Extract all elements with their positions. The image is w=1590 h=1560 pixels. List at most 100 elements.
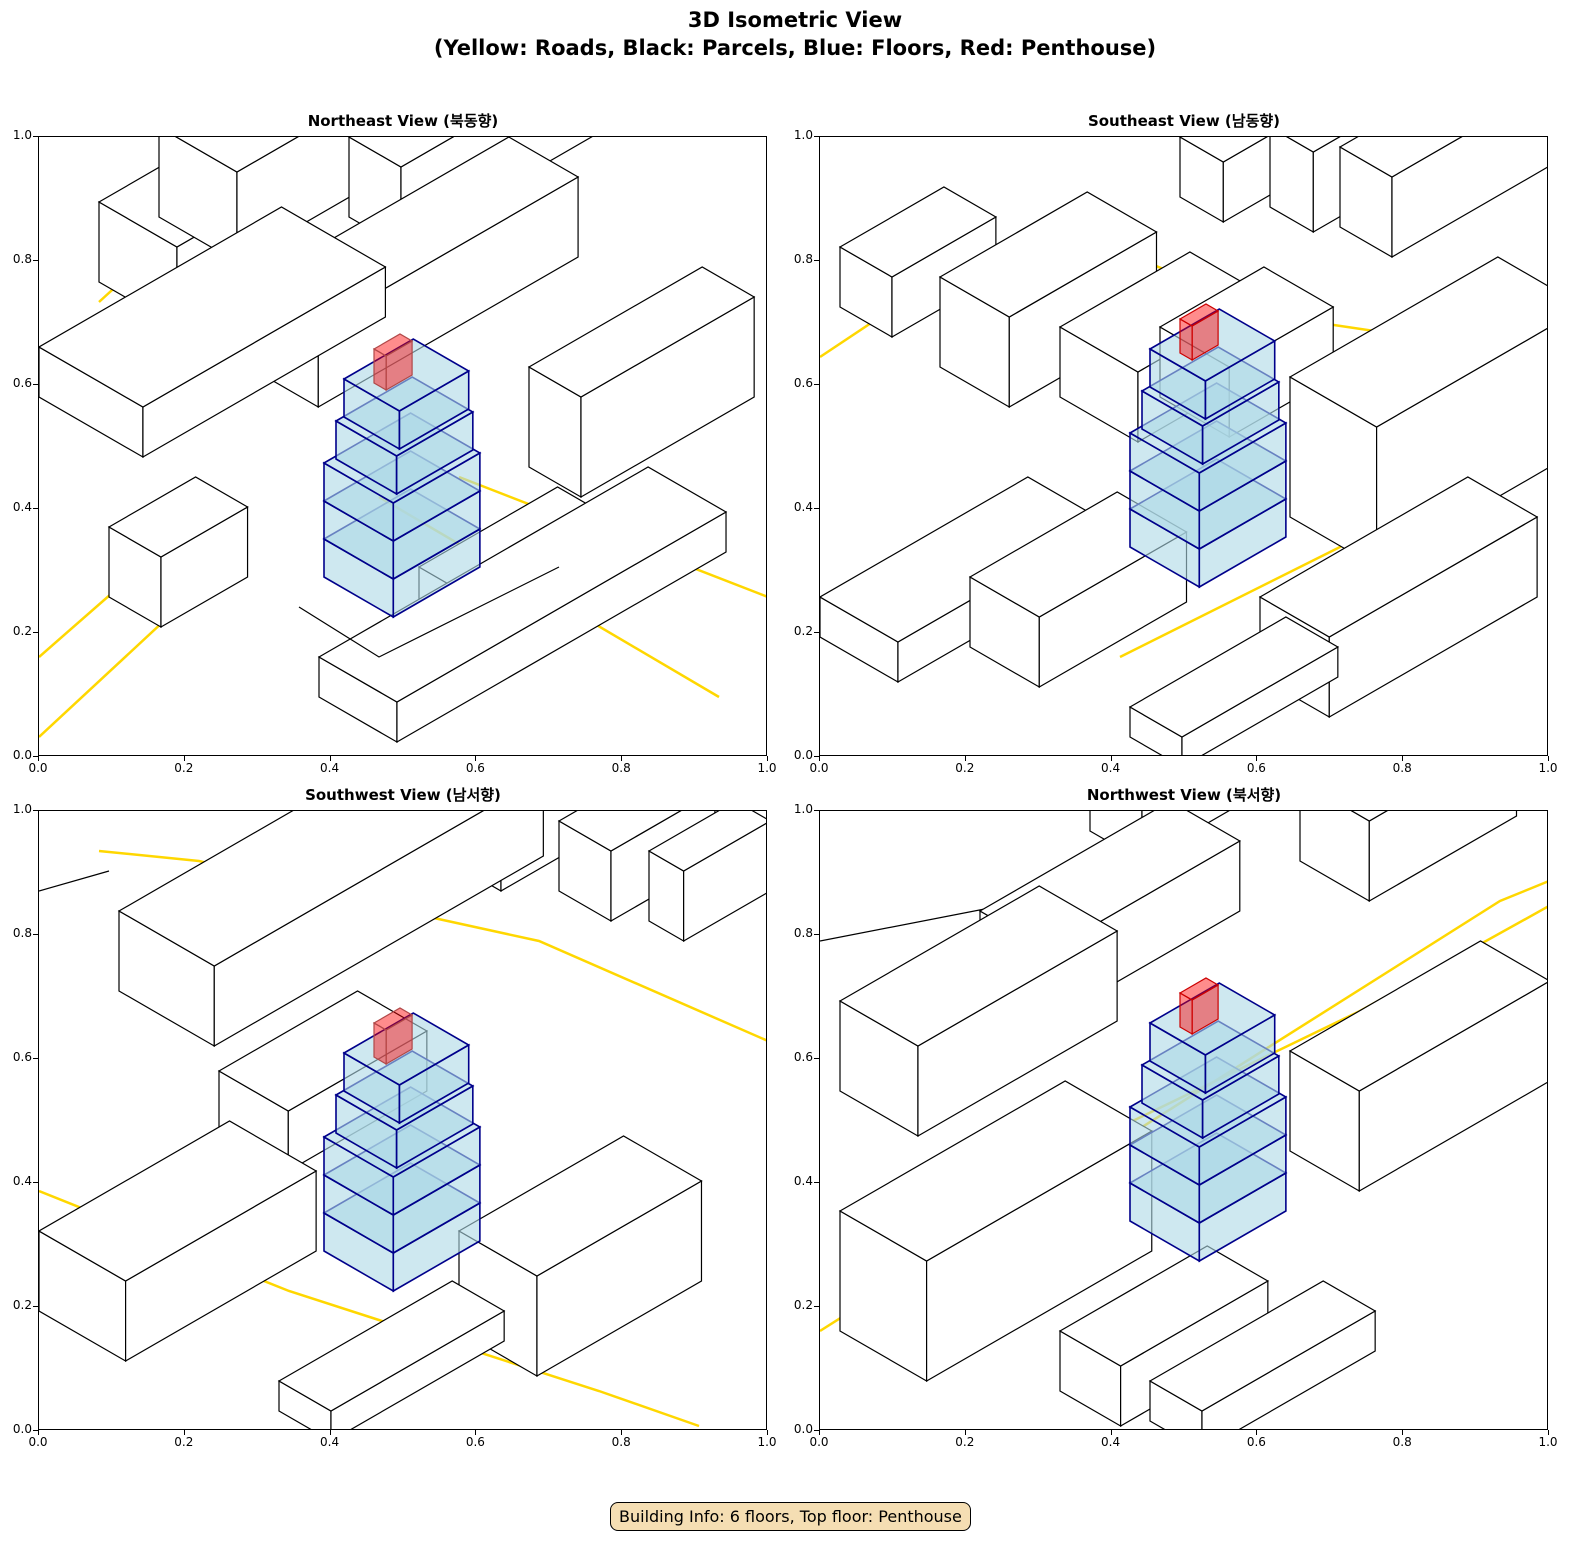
penthouse-roof [1178, 303, 1220, 327]
y-tick-label: 0.8 [793, 252, 813, 266]
y-tick-label: 0.0 [12, 748, 32, 762]
axes-southeast [819, 136, 1548, 756]
x-tick-mark [183, 1430, 185, 1435]
x-tick-mark [767, 756, 768, 761]
y-tick-mark [33, 756, 38, 757]
y-tick-label: 0.8 [12, 252, 32, 266]
parcel-building-roof [1128, 616, 1340, 738]
x-tick-mark [1110, 756, 1112, 761]
x-tick-mark [767, 1430, 768, 1435]
figure-title: 3D Isometric View (Yellow: Roads, Black:… [0, 6, 1590, 62]
x-tick-label: 0.8 [611, 1435, 631, 1449]
parcel-building-roof [39, 1120, 318, 1282]
parcel-building-roof [277, 1280, 506, 1412]
axes-northwest [819, 810, 1548, 1430]
y-tick-mark [814, 934, 819, 935]
parcel-building-roof [838, 186, 998, 278]
y-tick-label: 0.2 [12, 624, 32, 638]
y-tick-label: 1.0 [793, 802, 813, 816]
x-tick-label: 0.8 [611, 761, 631, 775]
x-tick-label: 0.6 [1246, 1435, 1266, 1449]
y-tick-label: 0.2 [12, 1298, 32, 1312]
x-tick-mark [819, 1430, 820, 1435]
y-tick-mark [814, 756, 819, 757]
x-tick-label: 1.0 [757, 1435, 777, 1449]
y-tick-mark [33, 1182, 38, 1183]
parcel-building-roof [1148, 1280, 1377, 1412]
y-tick-label: 0.0 [12, 1422, 32, 1436]
x-tick-mark [819, 756, 820, 761]
panel-title: Northeast View (북동향) [307, 112, 499, 130]
x-tick-label: 0.0 [28, 1435, 48, 1449]
x-tick-label: 0.6 [465, 1435, 485, 1449]
y-tick-label: 0.2 [793, 624, 813, 638]
road-line [39, 586, 120, 658]
parcel-building-roof [347, 137, 455, 168]
x-tick-mark [1402, 756, 1404, 761]
y-tick-mark [814, 1306, 819, 1307]
y-tick-mark [33, 1430, 38, 1431]
parcel-building-roof [107, 476, 249, 558]
x-tick-label: 0.2 [174, 1435, 194, 1449]
y-tick-mark [814, 1182, 819, 1183]
penthouse-roof [372, 333, 414, 357]
y-tick-label: 0.4 [12, 500, 32, 514]
x-tick-label: 0.0 [809, 1435, 829, 1449]
parcel-building-roof [317, 466, 728, 703]
y-tick-mark [814, 508, 819, 509]
x-tick-label: 0.4 [320, 1435, 340, 1449]
floor-5-roof [342, 338, 471, 412]
parcel-building-roof [1350, 811, 1388, 822]
panel-title: Southwest View (남서향) [305, 786, 501, 804]
x-tick-mark [329, 1430, 331, 1435]
y-tick-mark [814, 384, 819, 385]
y-tick-label: 0.4 [793, 1174, 813, 1188]
x-tick-label: 0.4 [1101, 761, 1121, 775]
y-tick-label: 1.0 [12, 128, 32, 142]
x-tick-label: 0.0 [809, 761, 829, 775]
y-tick-mark [33, 632, 38, 633]
building-info-box: Building Info: 6 floors, Top floor: Pent… [610, 1502, 971, 1531]
parcel-building-face [1391, 137, 1547, 259]
x-tick-mark [621, 1430, 623, 1435]
y-tick-label: 0.6 [793, 376, 813, 390]
axes-northeast [38, 136, 767, 756]
y-tick-mark [814, 1058, 819, 1059]
x-tick-mark [475, 756, 477, 761]
parcel-building-roof [557, 811, 682, 852]
x-tick-mark [38, 1430, 39, 1435]
x-tick-mark [964, 1430, 966, 1435]
parcel-building-roof [39, 206, 387, 408]
parcel-building-roof [838, 885, 1119, 1047]
x-tick-label: 0.2 [955, 1435, 975, 1449]
scene-northwest [820, 811, 1547, 1429]
x-tick-label: 1.0 [1538, 761, 1558, 775]
y-tick-label: 0.6 [793, 1050, 813, 1064]
x-tick-label: 1.0 [757, 761, 777, 775]
panel-southwest: Southwest View (남서향) 0.0 0.2 0.4 0.6 0.8 1.0 0… [0, 784, 780, 1449]
y-tick-mark [814, 1430, 819, 1431]
parcel-building-face [1269, 137, 1314, 234]
x-tick-label: 0.6 [465, 761, 485, 775]
x-tick-label: 0.8 [1392, 1435, 1412, 1449]
x-tick-mark [1548, 756, 1549, 761]
parcel-building-roof [647, 811, 766, 872]
parcel-building-face [683, 822, 766, 943]
y-tick-mark [33, 810, 38, 811]
x-tick-label: 0.4 [320, 761, 340, 775]
floor-5-roof [342, 1012, 471, 1086]
scene-southeast [820, 137, 1547, 755]
x-tick-label: 0.2 [955, 761, 975, 775]
y-tick-mark [33, 384, 38, 385]
parcel-line [39, 870, 110, 892]
panel-title: Northwest View (북서향) [1086, 786, 1282, 804]
panel-title: Southeast View (남동향) [1087, 112, 1281, 130]
x-tick-mark [1548, 1430, 1549, 1435]
figure-title-line1: 3D Isometric View [687, 8, 903, 32]
y-tick-label: 1.0 [12, 802, 32, 816]
x-tick-label: 0.4 [1101, 1435, 1121, 1449]
parcel-building-roof [175, 137, 299, 173]
parcel-building-roof [457, 1135, 703, 1277]
floor-5-roof [1148, 982, 1277, 1056]
parcel-building-roof [1338, 137, 1463, 178]
